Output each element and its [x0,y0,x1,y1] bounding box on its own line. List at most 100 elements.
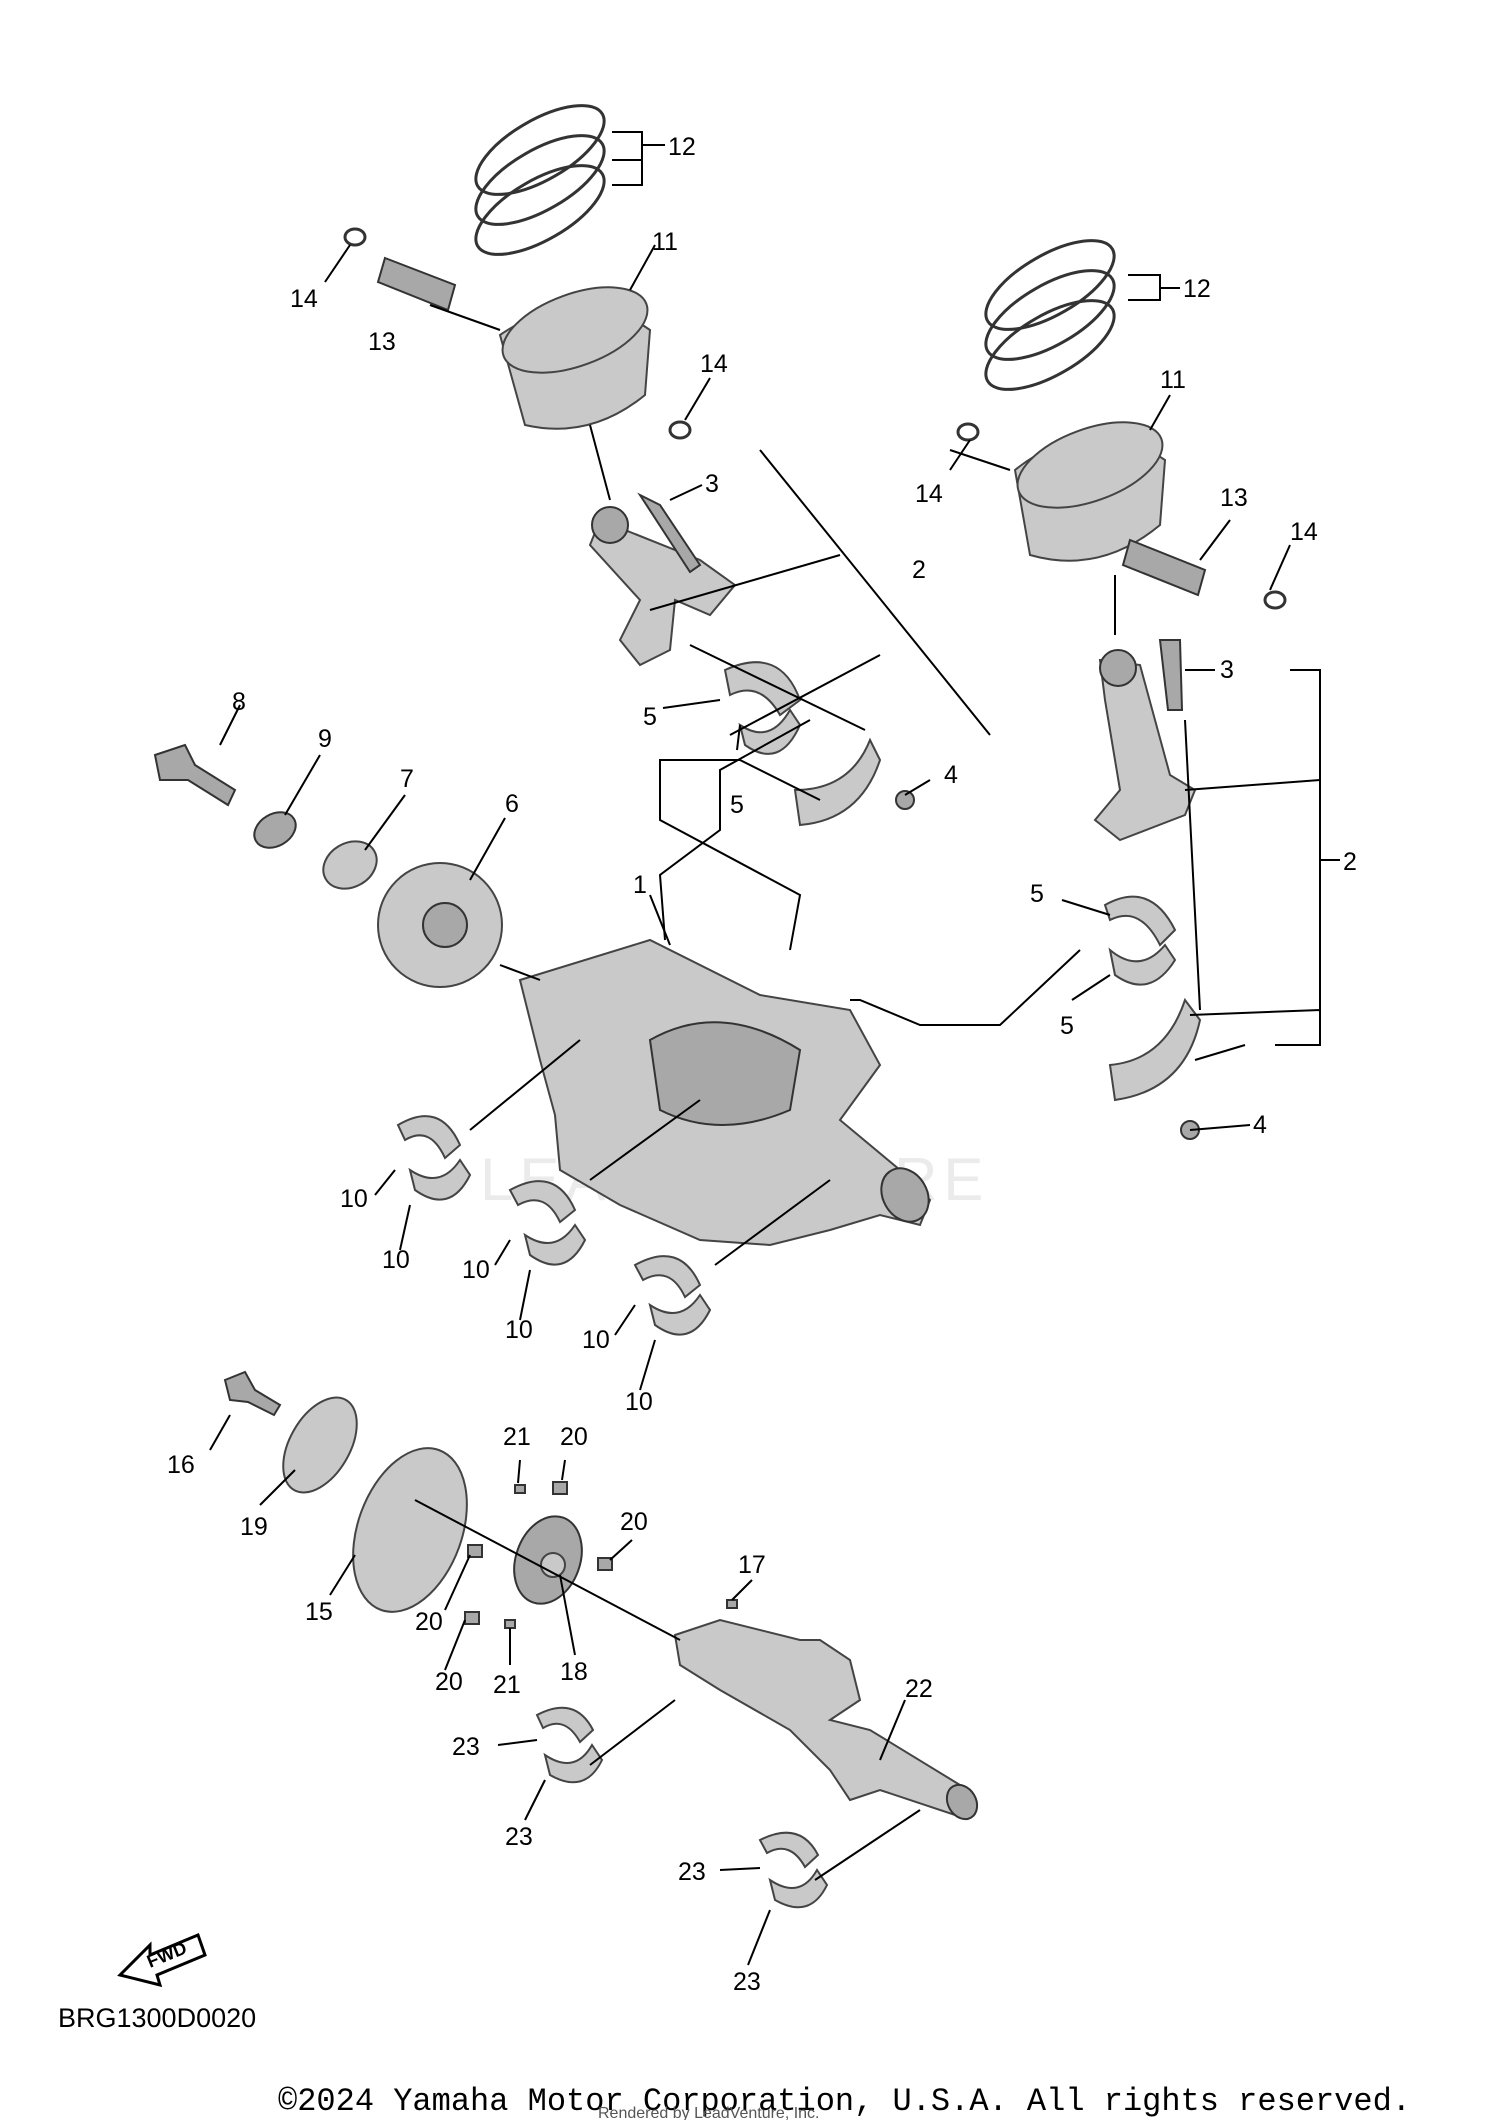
conrod-bearing-right-upper[interactable] [1103,895,1177,947]
callout-4: 4 [944,761,958,789]
callout-14: 14 [290,285,318,313]
callout-10: 10 [505,1316,533,1344]
callout-8: 8 [232,688,246,716]
callout-14: 14 [1290,518,1318,546]
damper-20a[interactable] [552,1481,568,1495]
callout-16: 16 [167,1451,195,1479]
callout-5: 5 [1060,1012,1074,1040]
callout-2: 2 [1343,848,1357,876]
sprocket-6[interactable] [377,862,503,988]
bolt-8[interactable] [153,743,237,807]
clip-right-right[interactable] [1263,590,1287,610]
callout-19: 19 [240,1513,268,1541]
conrod-bearing-left-lower[interactable] [738,708,802,755]
callout-5: 5 [1030,880,1044,908]
callout-labels: 1 2 2 3 3 4 4 5 5 5 5 6 7 8 9 10 10 10 1… [167,133,1357,1996]
callout-20: 20 [620,1508,648,1536]
callout-12: 12 [1183,275,1211,303]
callout-3: 3 [705,470,719,498]
plate-19[interactable] [268,1385,372,1505]
bolt-16[interactable] [223,1370,282,1417]
balancer-bearing-2u[interactable] [758,1831,820,1869]
callout-23: 23 [733,1968,761,1996]
callout-12: 12 [668,133,696,161]
fwd-arrow-icon: FWD [117,1933,207,1988]
callout-21: 21 [503,1423,531,1451]
callout-7: 7 [400,765,414,793]
main-bearing-2l[interactable] [523,1223,587,1266]
callout-11: 11 [652,228,678,256]
conrod-bearing-right-lower[interactable] [1108,943,1177,986]
diagram-code: BRG1300D0020 [58,2003,256,2033]
crankshaft[interactable] [518,938,938,1247]
spring-21a[interactable] [514,1484,526,1494]
callout-22: 22 [905,1675,933,1703]
damper-20c[interactable] [467,1544,483,1558]
clip-left-top[interactable] [343,227,367,247]
damper-20b[interactable] [597,1557,613,1571]
conrod-cap-left[interactable] [793,737,882,827]
leader-lines [209,131,1340,1966]
callout-17: 17 [738,1551,766,1579]
callout-20: 20 [415,1608,443,1636]
callout-18: 18 [560,1658,588,1686]
callout-13: 13 [1220,484,1248,512]
main-bearing-3l[interactable] [648,1293,712,1336]
callout-23: 23 [505,1823,533,1851]
balancer-bearing-2l[interactable] [768,1868,829,1909]
callout-6: 6 [505,790,519,818]
main-bearing-1l[interactable] [408,1158,472,1201]
connecting-rod-left[interactable] [588,506,737,667]
piston-pin-right[interactable] [1121,538,1207,597]
callout-10: 10 [462,1256,490,1284]
callout-21: 21 [493,1671,521,1699]
balancer-bearing-1u[interactable] [535,1706,595,1744]
spring-21b[interactable] [504,1619,516,1629]
callout-2: 2 [912,556,926,584]
callout-15: 15 [305,1598,333,1626]
connecting-rod-right[interactable] [1093,649,1197,842]
bearing-7[interactable] [315,832,385,898]
callout-10: 10 [340,1185,368,1213]
conrod-bolt-right[interactable] [1158,639,1184,711]
damper-20d[interactable] [464,1611,480,1625]
callout-10: 10 [382,1246,410,1274]
callout-10: 10 [582,1326,610,1354]
nut-left[interactable] [895,790,915,810]
rendered-by-note: Rendered by LeadVenture, Inc. [598,2105,820,2120]
callout-3: 3 [1220,656,1234,684]
hub-18[interactable] [503,1507,594,1613]
piston-right[interactable] [1006,405,1173,562]
conrod-bearing-left-upper[interactable] [723,661,802,717]
clip-left-right[interactable] [668,420,692,440]
main-bearing-3u[interactable] [633,1255,702,1299]
callout-5: 5 [643,703,657,731]
main-bearing-2u[interactable] [508,1180,577,1224]
balancer-shaft-22[interactable] [673,1618,983,1825]
conrod-bolt-left[interactable] [637,492,702,574]
key-17[interactable] [726,1599,738,1609]
callout-5: 5 [730,791,744,819]
callout-14: 14 [915,480,943,508]
callout-11: 11 [1160,366,1186,394]
washer-9[interactable] [248,805,302,855]
piston-rings-left[interactable] [463,88,618,272]
piston-rings-right[interactable] [973,223,1128,407]
main-bearing-1u[interactable] [396,1115,462,1160]
callout-1: 1 [633,871,647,899]
callout-20: 20 [560,1423,588,1451]
piston-left[interactable] [491,270,658,430]
balancer-bearing-1l[interactable] [543,1743,604,1784]
callout-23: 23 [452,1733,480,1761]
piston-pin-left[interactable] [376,256,457,312]
callout-10: 10 [625,1388,653,1416]
callout-14: 14 [700,350,728,378]
callout-13: 13 [368,328,396,356]
gear-15[interactable] [332,1432,488,1627]
callout-23: 23 [678,1858,706,1886]
callout-4: 4 [1253,1111,1267,1139]
callout-9: 9 [318,725,332,753]
conrod-cap-right[interactable] [1108,997,1202,1102]
clip-right-left[interactable] [956,422,980,442]
